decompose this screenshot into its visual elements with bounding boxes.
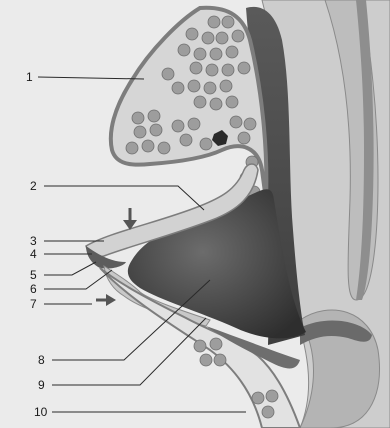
label-1: 1 [26, 70, 33, 84]
label-5: 5 [30, 268, 37, 282]
label-3: 3 [30, 234, 37, 248]
label-9: 9 [38, 378, 45, 392]
label-10: 10 [34, 405, 48, 419]
label-8: 8 [38, 353, 45, 367]
label-2: 2 [30, 179, 37, 193]
label-4: 4 [30, 247, 37, 261]
label-6: 6 [30, 282, 37, 296]
label-7: 7 [30, 297, 37, 311]
